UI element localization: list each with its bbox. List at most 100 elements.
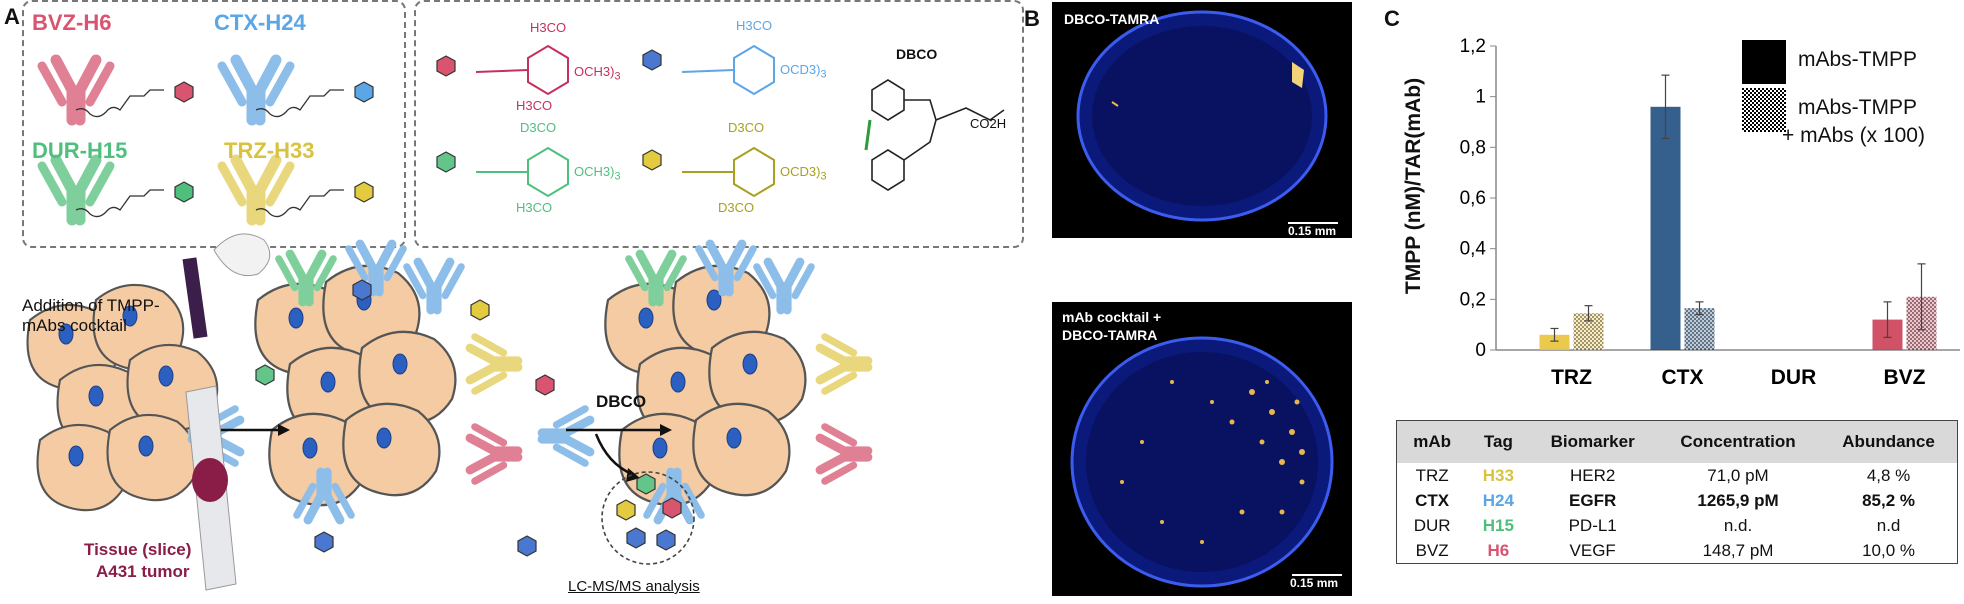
- scale-bar-bottom-text: 0.15 mm: [1290, 576, 1339, 590]
- chem-d3co-bottom-4: D3CO: [718, 200, 755, 215]
- legend-hatched-label-2: + mAbs (x 100): [1782, 124, 1925, 147]
- legend-hatched-label-1: mAbs-TMPP: [1798, 96, 1918, 119]
- bar-ctx-hatched: [1684, 308, 1715, 350]
- cell-concentration: n.d.: [1723, 515, 1753, 535]
- dbco-title: DBCO: [896, 46, 938, 62]
- cell-cluster-middle: [254, 264, 457, 507]
- x-category-label: TRZ: [1551, 366, 1592, 389]
- table-header: Biomarker: [1529, 420, 1656, 463]
- table-row: CTX H24 EGFR 1265,9 pM 85,2 %: [1397, 488, 1958, 513]
- cell-mab: DUR: [1413, 515, 1451, 535]
- microscopy-label-top: DBCO-TAMRA: [1064, 11, 1160, 27]
- antibody-box: [22, 0, 406, 248]
- y-tick-label: 0,2: [1460, 289, 1486, 310]
- y-tick-label: 1,2: [1460, 36, 1486, 57]
- dbco-co2h: CO2H: [970, 116, 1007, 131]
- cell-abundance: 4,8 %: [1866, 465, 1911, 485]
- table-header-row: mAb Tag Biomarker Concentration Abundanc…: [1396, 420, 1958, 463]
- y-tick-label: 0,6: [1460, 188, 1486, 209]
- chem-h3co-bottom-1: H3CO: [516, 98, 553, 113]
- antibody-trz: [222, 160, 290, 220]
- cell-concentration: 148,7 pM: [1702, 540, 1774, 560]
- legend-solid-label: mAbs-TMPP: [1798, 48, 1918, 71]
- chem-och3-1-text: OCH3: [574, 64, 611, 79]
- cell-abundance: 85,2 %: [1862, 490, 1916, 510]
- antibody-bvz: [42, 60, 110, 120]
- legend-hatched-swatch: [1742, 88, 1786, 132]
- tissue-slice-top: [1076, 10, 1328, 222]
- chem-h3co-top-1: H3CO: [530, 20, 567, 35]
- y-axis-label: TMPP (nM)/TAR(mAb): [1402, 77, 1425, 295]
- antibody-ctx: [222, 60, 290, 120]
- chem-ocd3-2-text: OCD3: [780, 62, 817, 77]
- scale-bar-top: [1288, 222, 1338, 224]
- chem-och3-3: OCH3)3: [574, 164, 621, 183]
- tissue-label-line1: Tissue (slice): [84, 540, 192, 559]
- cell-biomarker: VEGF: [1569, 540, 1616, 560]
- x-category-label: BVZ: [1884, 366, 1926, 389]
- cell-cluster-right: [604, 264, 807, 507]
- chem-och3-1-sub: 3: [614, 70, 621, 83]
- table-row: TRZ H33 HER2 71,0 pM 4,8 %: [1397, 463, 1958, 488]
- cell-abundance: n.d: [1876, 515, 1901, 535]
- dbco-arrow-label: DBCO: [596, 392, 647, 411]
- chem-och3-1: OCH3)3: [574, 64, 621, 83]
- chem-ocd3-4: OCD3)3: [780, 164, 827, 183]
- antibody-label-trz: TRZ-H33: [224, 138, 315, 163]
- cell-biomarker: EGFR: [1569, 490, 1617, 510]
- chem-och3-3-sub: 3: [614, 170, 621, 183]
- y-tick-label: 1: [1475, 87, 1486, 108]
- bar-ctx-solid: [1650, 106, 1681, 350]
- chem-ocd3-2: OCD3)3: [780, 62, 827, 81]
- lcms-label: LC-MS/MS analysis: [568, 578, 700, 595]
- chem-d3co-top-3: D3CO: [520, 120, 557, 135]
- tissue-label-line2: A431 tumor: [96, 562, 190, 581]
- y-tick-label: 0,8: [1460, 137, 1486, 158]
- table-header: mAb: [1396, 420, 1468, 463]
- bar-trz-solid: [1539, 334, 1570, 350]
- y-tick-label: 0,4: [1460, 239, 1487, 260]
- antibody-dur: [42, 160, 110, 220]
- x-category-label: DUR: [1771, 366, 1817, 389]
- cell-mab: TRZ: [1415, 465, 1449, 485]
- panel-a-letter: A: [4, 4, 20, 29]
- chem-ocd3-4-sub: 3: [820, 170, 827, 183]
- step-addition-label: Addition of TMPP-mAbs cocktail: [22, 296, 160, 335]
- cell-tag: H24: [1482, 490, 1514, 510]
- antibody-label-dur: DUR-H15: [32, 138, 128, 163]
- chem-ocd3-4-text: OCD3: [780, 164, 817, 179]
- chem-h3co-top-2: H3CO: [736, 18, 773, 33]
- chem-ocd3-2-sub: 3: [820, 68, 827, 81]
- cell-concentration: 71,0 pM: [1707, 465, 1769, 485]
- cell-tag: H33: [1482, 465, 1514, 485]
- scale-bar-bottom: [1292, 574, 1342, 576]
- cell-tag: H15: [1482, 515, 1514, 535]
- legend-solid-swatch: [1742, 40, 1786, 84]
- chem-d3co-top-4: D3CO: [728, 120, 765, 135]
- antibody-label-bvz: BVZ-H6: [32, 10, 112, 35]
- panel-a-artwork: [26, 44, 1005, 591]
- chem-och3-3-text: OCH3: [574, 164, 611, 179]
- microscopy-label-bottom-2: DBCO-TAMRA: [1062, 327, 1158, 343]
- table-header: Abundance: [1820, 420, 1958, 463]
- panel-c-letter: C: [1384, 6, 1400, 31]
- x-category-label: CTX: [1662, 366, 1704, 389]
- antibody-label-ctx: CTX-H24: [214, 10, 306, 35]
- cell-tag: H6: [1487, 540, 1510, 560]
- tissue-slice-bottom: [1070, 336, 1334, 588]
- summary-table: mAb Tag Biomarker Concentration Abundanc…: [1396, 420, 1958, 564]
- cell-biomarker: HER2: [1569, 465, 1616, 485]
- cell-biomarker: PD-L1: [1568, 515, 1617, 535]
- table-header: Concentration: [1655, 420, 1821, 463]
- cell-concentration: 1265,9 pM: [1697, 490, 1779, 510]
- y-tick-label: 0: [1475, 340, 1486, 361]
- chem-h3co-bottom-3: H3CO: [516, 200, 553, 215]
- microscopy-image-top: DBCO-TAMRA 0.15 mm: [1052, 2, 1352, 238]
- scale-bar-top-text: 0.15 mm: [1288, 224, 1337, 238]
- cell-mab: CTX: [1415, 490, 1450, 510]
- microscopy-image-bottom: mAb cocktail + DBCO-TAMRA 0.15 mm: [1052, 302, 1352, 596]
- cell-mab: BVZ: [1415, 540, 1449, 560]
- chemistry-box: [414, 0, 1024, 248]
